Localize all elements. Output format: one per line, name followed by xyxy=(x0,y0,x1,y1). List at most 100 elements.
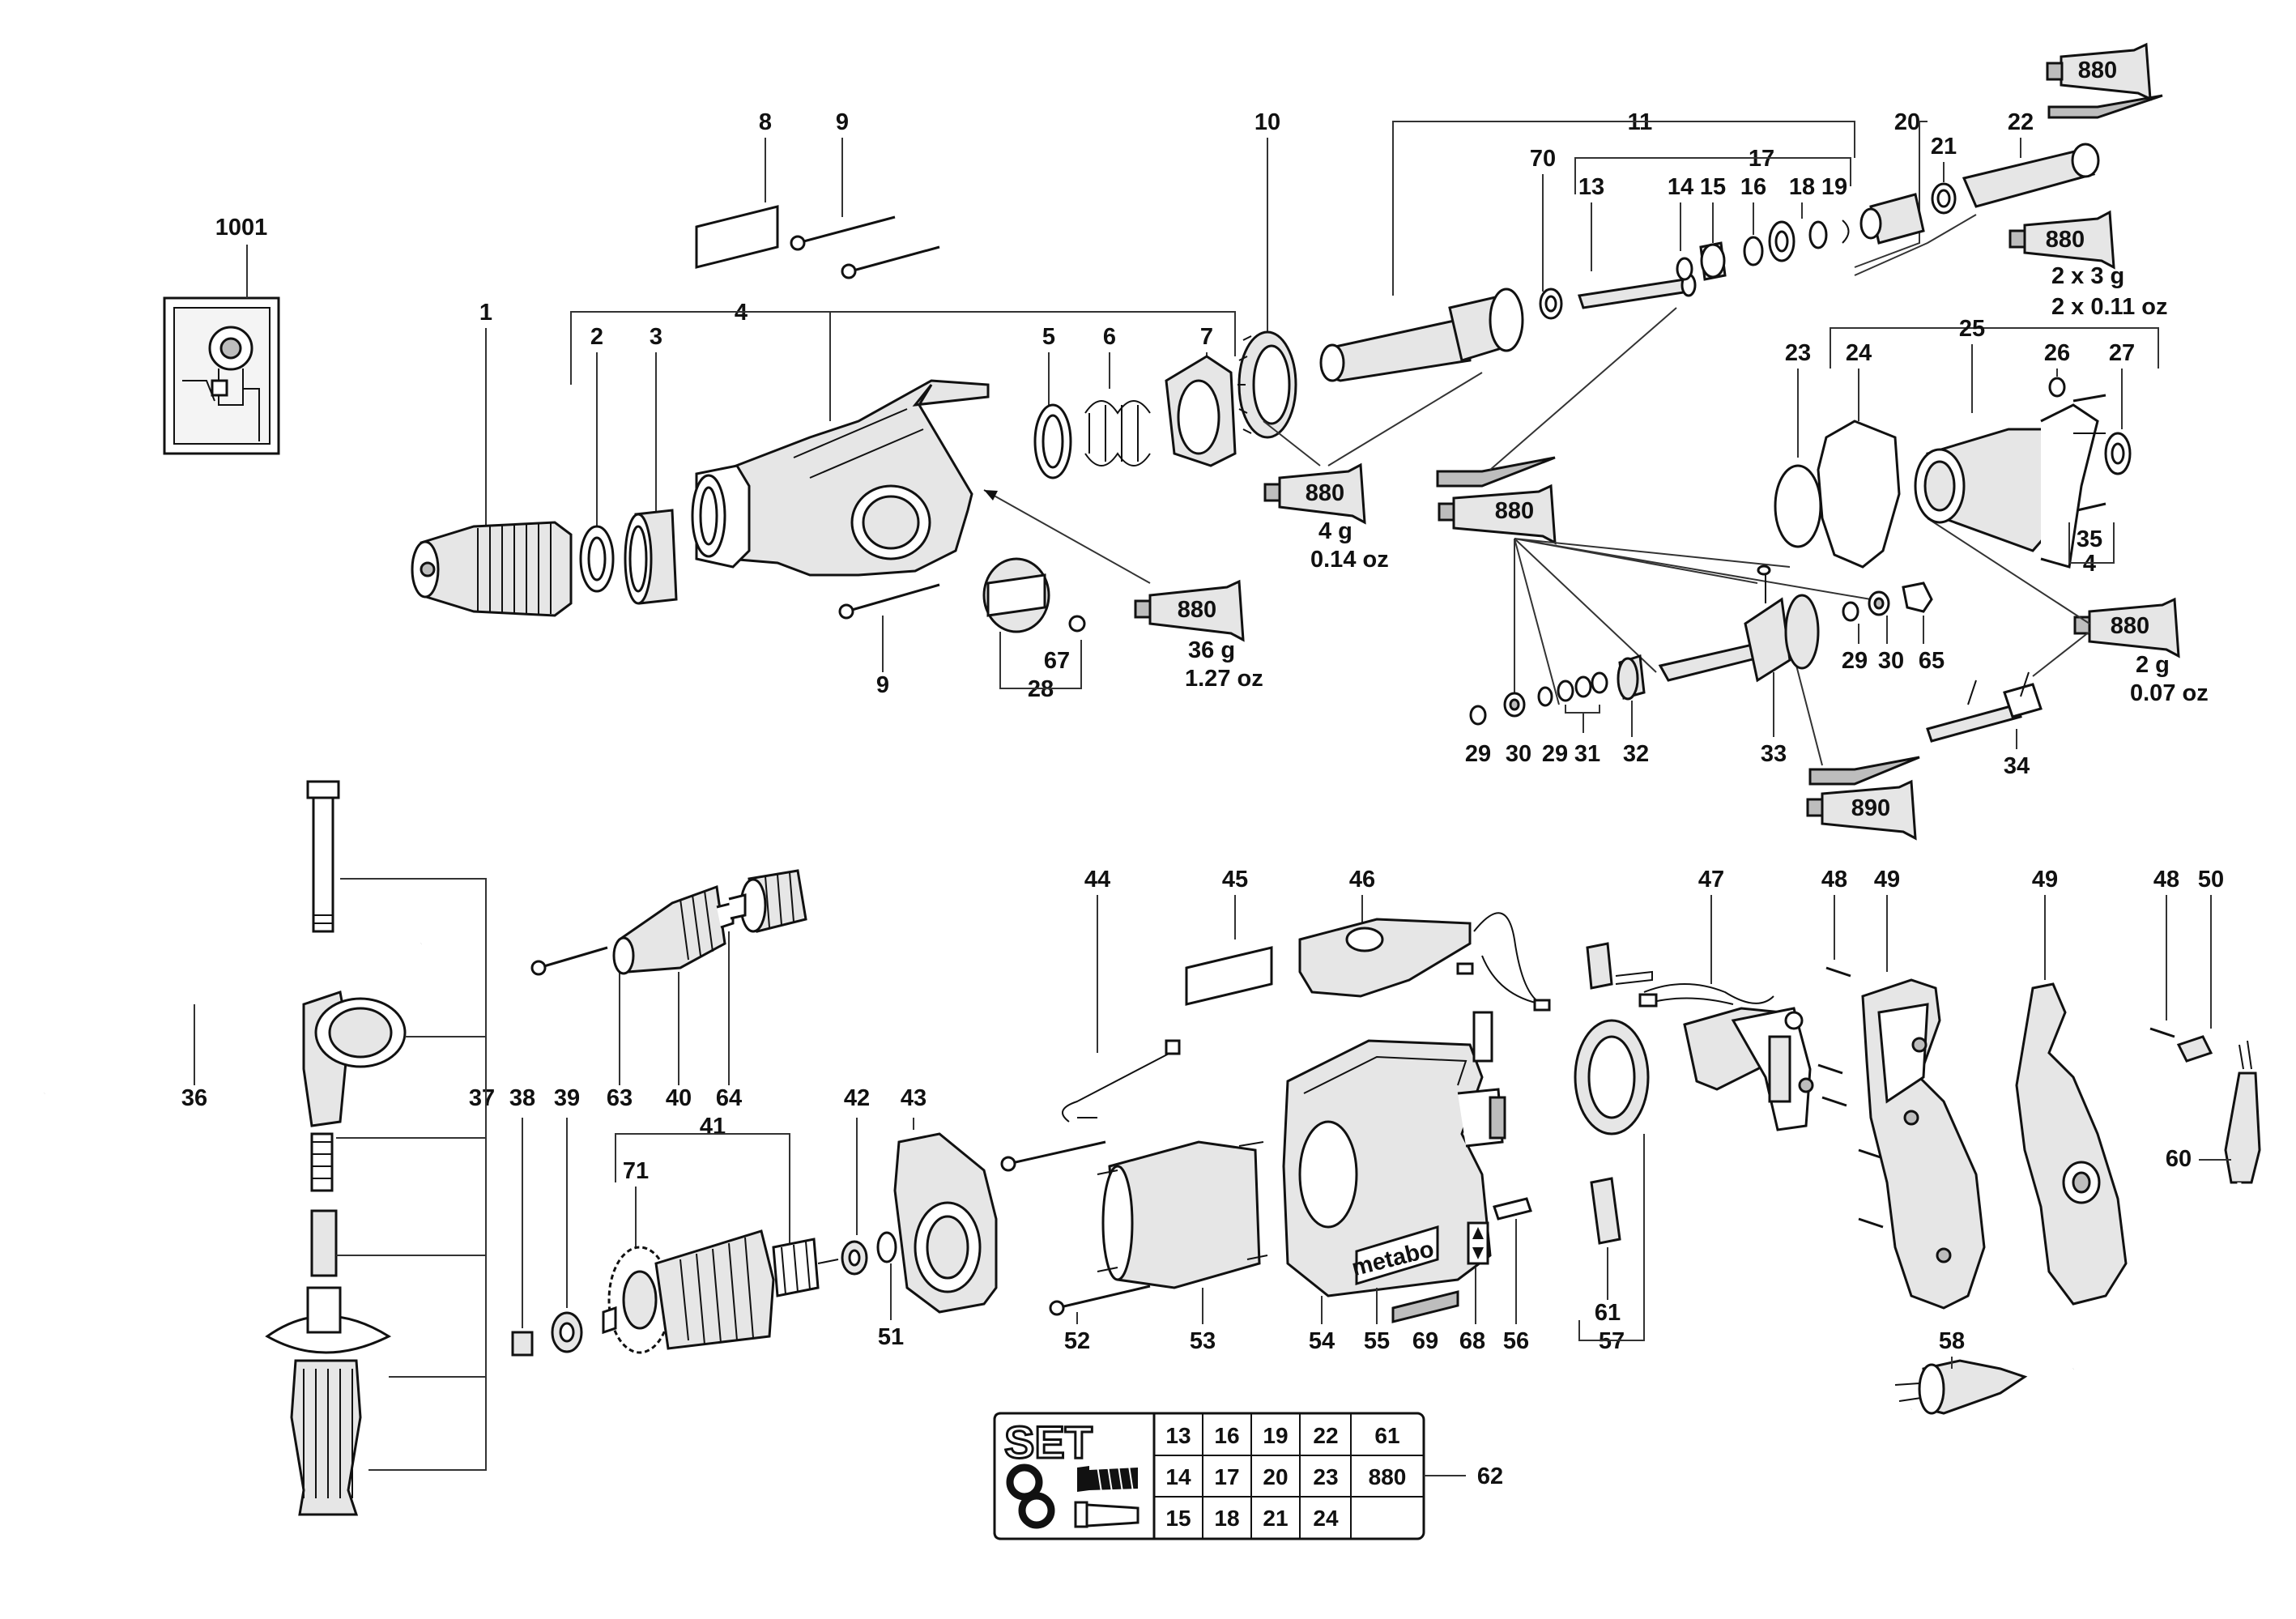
set-icon-screw xyxy=(1077,1465,1138,1493)
set-cell: 23 xyxy=(1313,1464,1338,1489)
set-cell: 16 xyxy=(1214,1423,1239,1448)
callout-68: 68 xyxy=(1459,1328,1485,1354)
set-icon-sleeve xyxy=(1074,1501,1139,1528)
callout-63: 63 xyxy=(607,1085,633,1111)
callout-15: 15 xyxy=(1700,174,1726,200)
part-29-washer-a xyxy=(1469,705,1487,726)
part-52-screws xyxy=(1000,1140,1151,1316)
callout-44: 44 xyxy=(1084,867,1110,893)
part-11-spindle xyxy=(1319,288,1524,382)
callout-51: 51 xyxy=(878,1324,904,1350)
part-37-side-handle xyxy=(265,780,407,1516)
part-3-needle-sleeve xyxy=(624,509,678,605)
part-49-handle-shell-left xyxy=(1861,978,1986,1310)
callout-46: 46 xyxy=(1349,867,1375,893)
tube-qty2: 1.27 oz xyxy=(1185,666,1263,692)
set-icon-orings xyxy=(1006,1463,1055,1529)
tube-code: 890 xyxy=(1851,795,1890,821)
part-47-switch xyxy=(1638,983,1814,1131)
grease-tube-880-d: 880 xyxy=(1438,484,1557,545)
part-68-arrow-label xyxy=(1467,1221,1489,1265)
part-45-label xyxy=(1185,946,1273,1006)
callout-62: 62 xyxy=(1477,1463,1503,1489)
tube-qty: 2 x 3 g xyxy=(2051,263,2124,289)
grease-tube-880-b: 880 xyxy=(2008,210,2115,270)
set-cell: 21 xyxy=(1263,1506,1288,1531)
tube-qty: 4 g xyxy=(1318,518,1352,544)
part-65-spring-plate xyxy=(1902,582,1933,613)
callout-40: 40 xyxy=(666,1085,692,1111)
set-cell: 24 xyxy=(1313,1506,1339,1531)
callout-53: 53 xyxy=(1190,1328,1216,1354)
set-cell: 880 xyxy=(1369,1464,1407,1489)
tube-qty2: 0.07 oz xyxy=(2130,680,2209,706)
part-31-shims xyxy=(1557,671,1608,702)
tube-code: 880 xyxy=(2111,613,2149,639)
part-24-gasket xyxy=(1817,420,1901,569)
part-33-intermediate-shaft xyxy=(1658,565,1820,683)
part-22-piston xyxy=(1962,143,2100,208)
part-16-oring xyxy=(1743,236,1764,266)
part-20-striker xyxy=(1859,193,1925,245)
part-34-selector-shaft xyxy=(1926,671,2043,743)
callout-1: 1 xyxy=(479,300,492,326)
grease-tube-890: 890 xyxy=(1806,779,1917,841)
callout-29-a: 29 xyxy=(1465,741,1491,767)
callout-22: 22 xyxy=(2008,109,2034,135)
part-48-screws-left xyxy=(1817,966,1884,1229)
part-5-washer xyxy=(1033,403,1072,479)
part-18b-ring xyxy=(1808,220,1828,249)
part-7-clutch-disc xyxy=(1165,355,1237,467)
tube-code: 880 xyxy=(1495,498,1534,524)
callout-31: 31 xyxy=(1574,741,1600,767)
callout-58: 58 xyxy=(1939,1328,1965,1354)
grease-tube-880-c: 880 xyxy=(1263,462,1366,525)
part-53-field-coil xyxy=(1097,1140,1268,1289)
part-15-sleeve xyxy=(1699,241,1727,281)
callout-71: 71 xyxy=(623,1158,649,1184)
part-46-top-cover xyxy=(1298,912,1551,1012)
part-13-spindle-pin xyxy=(1578,273,1697,309)
set-cell: 61 xyxy=(1374,1423,1399,1448)
part-14-oring xyxy=(1676,257,1693,281)
callout-49-a: 49 xyxy=(1874,867,1900,893)
part-19-circlip xyxy=(1842,219,1850,244)
callout-37: 37 xyxy=(469,1085,495,1111)
callout-55: 55 xyxy=(1364,1328,1390,1354)
part-44-cable xyxy=(1062,1039,1181,1123)
callout-43: 43 xyxy=(901,1085,926,1111)
part-61-brush-holder xyxy=(1590,1177,1621,1245)
part-49-handle-shell-right xyxy=(2015,982,2128,1306)
part-48-screw-right xyxy=(2149,1027,2175,1038)
part-1001-inset xyxy=(163,296,280,455)
callout-50: 50 xyxy=(2198,867,2224,893)
callout-18: 18 xyxy=(1789,174,1815,200)
set-title: SET xyxy=(1004,1417,1093,1468)
part-8-type-plate xyxy=(695,205,779,269)
part-18-bushing xyxy=(1768,220,1795,262)
part-6-spring xyxy=(1084,400,1151,467)
callout-1001: 1001 xyxy=(215,215,268,241)
part-25-flange xyxy=(1914,403,2106,569)
set-cell: 18 xyxy=(1214,1506,1239,1531)
part-56-clip xyxy=(1493,1197,1532,1221)
callout-47: 47 xyxy=(1698,867,1724,893)
grease-brush-a xyxy=(2047,94,2163,119)
callout-23: 23 xyxy=(1785,340,1811,366)
set-table: SET 13 16 19 22 61 14 17 20 23 880 15 18… xyxy=(993,1412,1425,1540)
callout-67: 67 xyxy=(1044,648,1070,674)
part-57-brush-holder-top xyxy=(1586,942,1653,990)
set-cell: 14 xyxy=(1165,1464,1191,1489)
tube-qty2: 0.14 oz xyxy=(1310,547,1389,573)
callout-7: 7 xyxy=(1200,324,1213,350)
set-cell: 22 xyxy=(1313,1423,1338,1448)
part-40-chuck xyxy=(612,884,735,975)
grease-tube-880-a: 880 xyxy=(2046,42,2152,101)
part-41-armature xyxy=(602,1229,839,1354)
callout-3: 3 xyxy=(650,324,662,350)
tube-qty2: 2 x 0.11 oz xyxy=(2051,294,2168,320)
callout-36: 36 xyxy=(181,1085,207,1111)
callout-60: 60 xyxy=(2166,1146,2192,1172)
grease-tube-880-e: 880 xyxy=(1134,579,1245,642)
tube-code: 880 xyxy=(2078,58,2117,83)
